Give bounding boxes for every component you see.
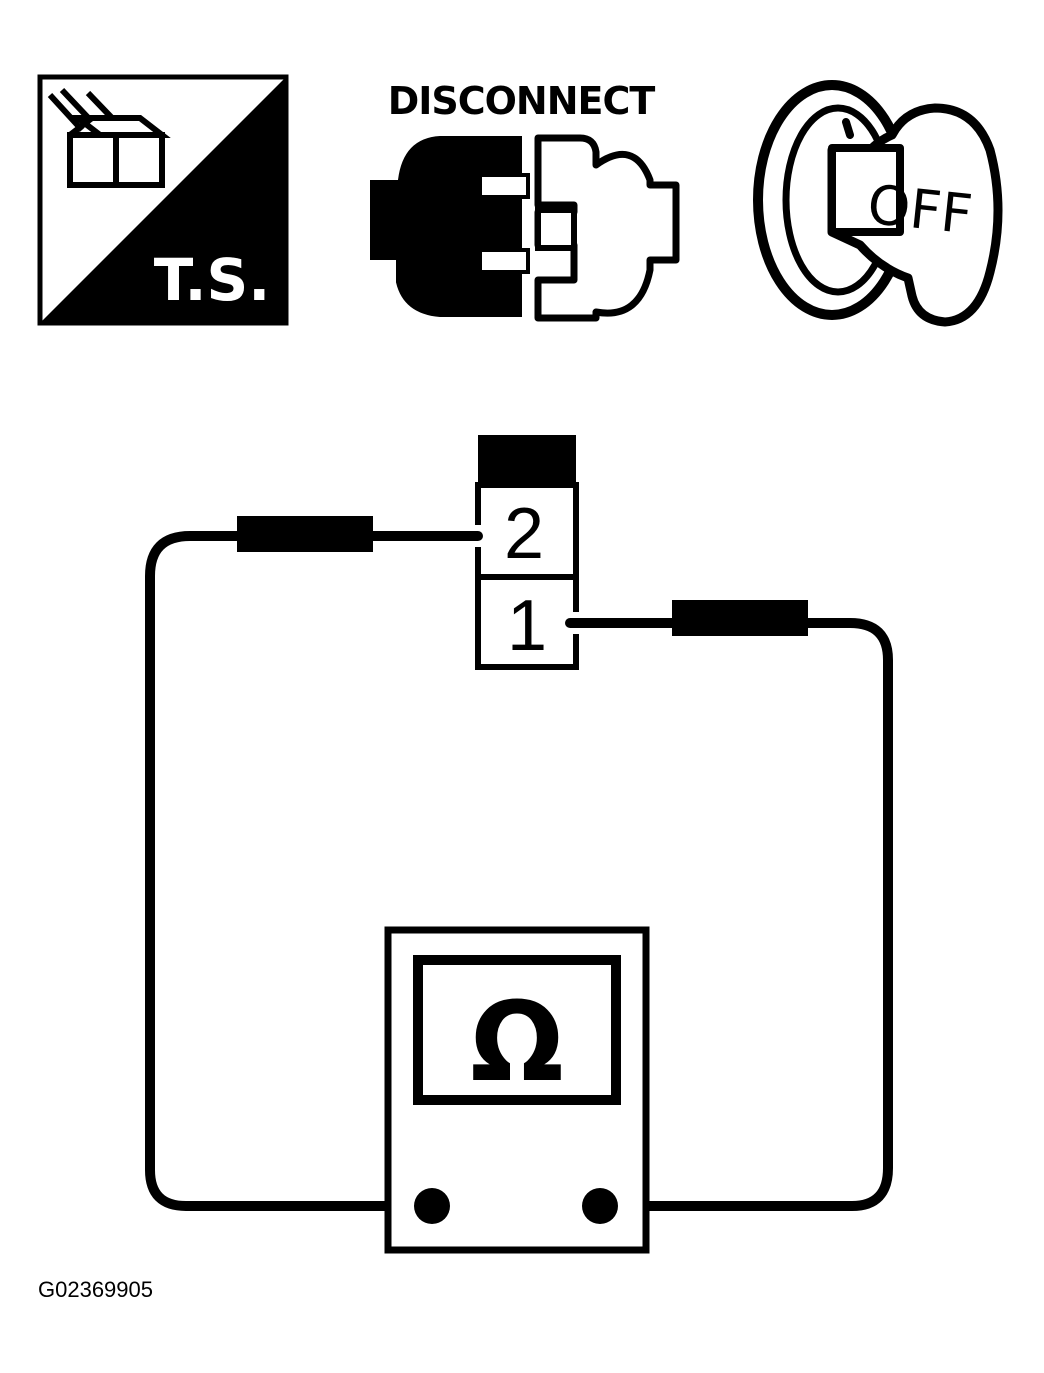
figure-id: G02369905 [38, 1277, 153, 1302]
ohmmeter-display [413, 955, 621, 1105]
probe-left [237, 516, 373, 552]
disconnect-label: DISCONNECT [388, 79, 656, 123]
ohm-symbol: Ω [470, 978, 564, 1106]
connector: 2 1 [466, 435, 588, 670]
probe-right [672, 600, 808, 636]
ts-icon: T.S. [37, 74, 289, 326]
connector-pin-2: 2 [504, 494, 544, 574]
test-leads [145, 516, 893, 1211]
ohmmeter-icon: Ω [384, 926, 650, 1254]
test-lead-right [565, 618, 893, 1211]
disconnect-connector-icon: DISCONNECT [370, 79, 680, 322]
ignition-off-label: OFF [865, 173, 976, 247]
connector-box-icon [47, 87, 171, 188]
ts-label: T.S. [154, 246, 271, 314]
connector-cap [478, 435, 576, 485]
ignition-key-off-icon: OFF [753, 80, 1003, 327]
meter-terminal-left [414, 1188, 450, 1224]
connector-pin-1: 1 [507, 586, 547, 666]
meter-terminal-right [582, 1188, 618, 1224]
test-lead-left [145, 531, 483, 1211]
